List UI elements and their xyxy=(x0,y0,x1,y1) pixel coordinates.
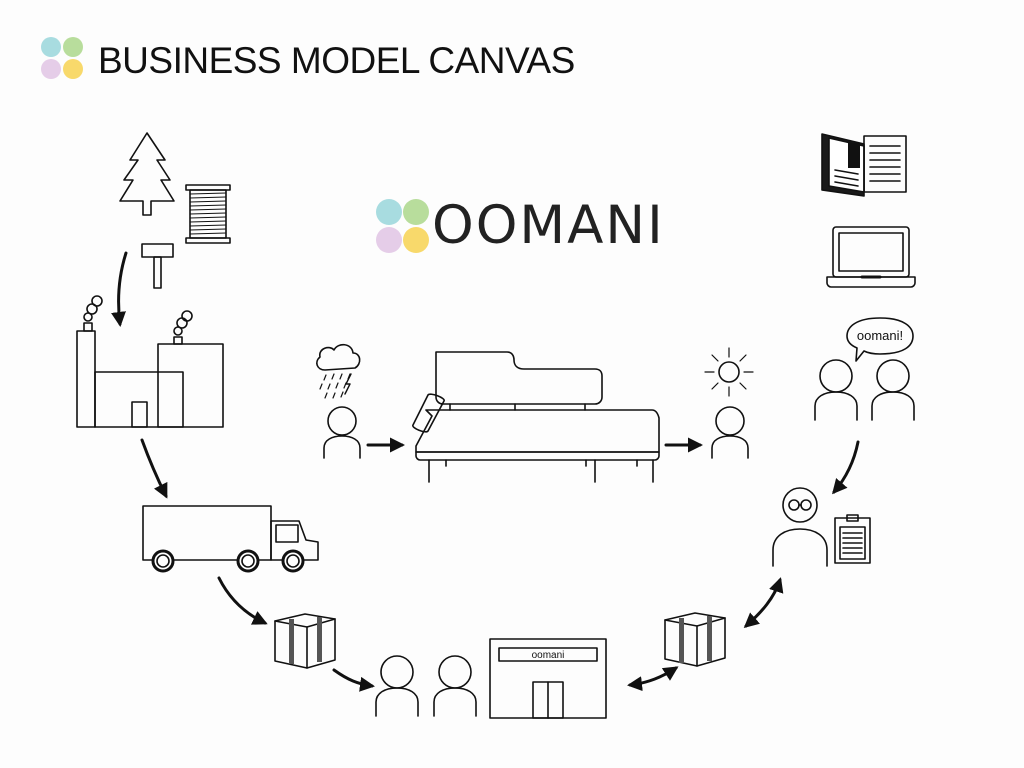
person-icon-right xyxy=(711,406,749,459)
people-icon xyxy=(375,655,477,717)
box-icon-left xyxy=(274,613,336,669)
brand-logo-icon xyxy=(376,199,429,253)
header-logo-dot-1 xyxy=(41,37,61,57)
flow-arrow-6 xyxy=(743,577,784,628)
box-icon-right xyxy=(664,612,726,667)
shop-sign-text: oomani xyxy=(532,650,565,661)
talking-people-icon xyxy=(814,359,915,421)
tree-icon xyxy=(119,132,175,216)
flow-arrow-7 xyxy=(832,440,860,495)
hammer-icon xyxy=(141,243,174,289)
brand-logo-dot-3 xyxy=(376,227,402,253)
sun-icon xyxy=(704,347,754,397)
header-logo-icon xyxy=(41,37,83,79)
header-logo-dot-3 xyxy=(41,59,61,79)
speech-bubble-text: oomani! xyxy=(857,328,903,343)
flow-arrow-1 xyxy=(111,251,128,327)
flow-arrow-4 xyxy=(332,668,375,692)
flow-arrow-2 xyxy=(140,438,168,499)
truck-icon xyxy=(142,505,319,573)
person-icon-left xyxy=(323,406,361,459)
inspector-icon xyxy=(772,487,828,567)
brand-name: OOMANI xyxy=(432,195,665,256)
speech-bubble-icon xyxy=(846,317,914,362)
shop-icon xyxy=(489,638,607,719)
header-logo-dot-4 xyxy=(63,59,83,79)
magazine-icon xyxy=(821,133,907,197)
thread-spool-icon xyxy=(185,184,231,244)
brand-logo-dot-4 xyxy=(403,227,429,253)
sofa-bed-icon xyxy=(412,351,660,483)
brand-logo-dot-1 xyxy=(376,199,402,225)
flow-arrow-5 xyxy=(627,666,679,692)
laptop-icon xyxy=(826,226,916,288)
header-logo-dot-2 xyxy=(63,37,83,57)
clipboard-icon xyxy=(834,514,871,564)
brand-logo-dot-2 xyxy=(403,199,429,225)
page-title: BUSINESS MODEL CANVAS xyxy=(98,40,575,81)
factory-icon xyxy=(76,295,224,428)
flow-arrow-3 xyxy=(217,576,268,625)
rain-cloud-icon xyxy=(316,343,361,399)
